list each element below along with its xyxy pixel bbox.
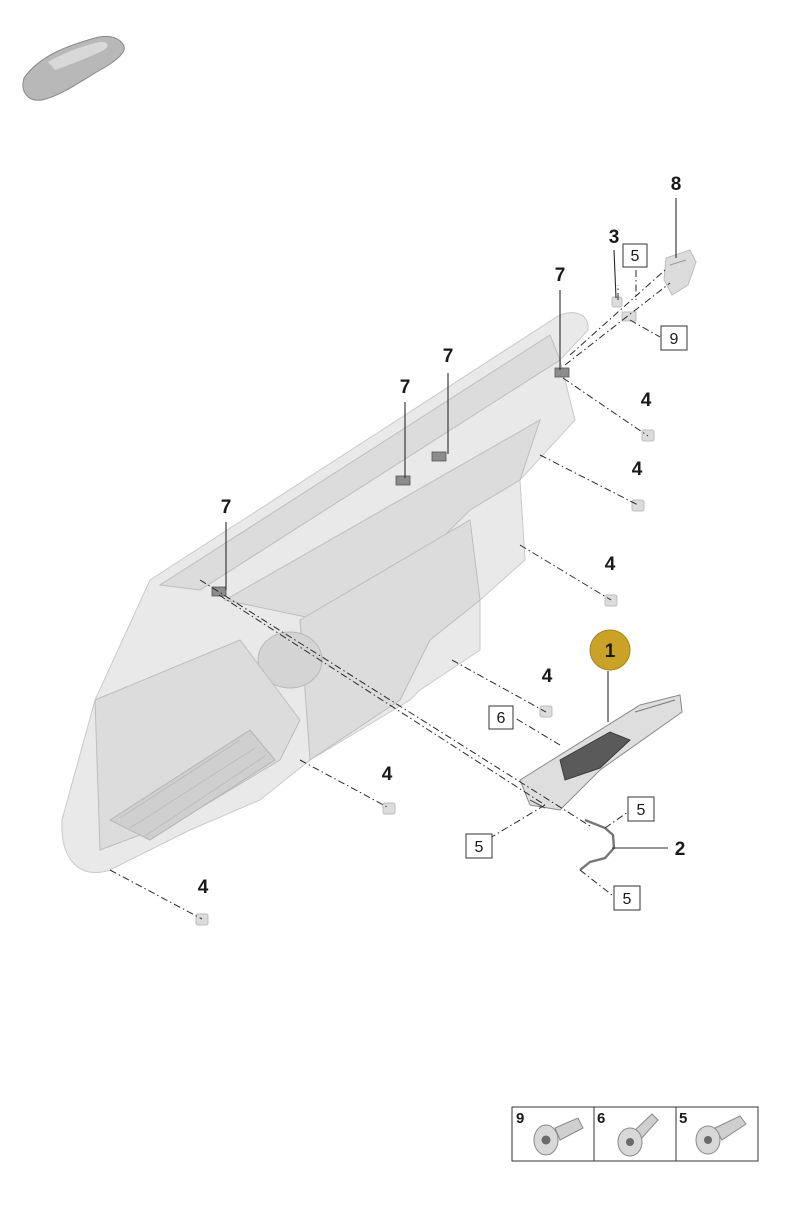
screw-5-icon: [695, 1115, 747, 1155]
screw-9-icon: [533, 1117, 584, 1156]
callout-4-e: 4: [382, 764, 393, 785]
callout-8: 8: [671, 174, 682, 195]
assembly-lines: [109, 269, 671, 920]
svg-text:5: 5: [623, 891, 632, 908]
callout-4-d: 4: [542, 666, 553, 687]
cable-2: [579, 818, 616, 871]
callout-7-b: 7: [400, 377, 411, 398]
spacer-3: [611, 296, 637, 322]
svg-text:5: 5: [631, 248, 640, 265]
svg-text:5: 5: [637, 802, 646, 819]
screw-6-icon: [617, 1113, 659, 1157]
svg-text:9: 9: [516, 1110, 524, 1127]
door-trim-panel: [61, 312, 589, 873]
svg-text:6: 6: [497, 710, 506, 727]
leader-lines: [225, 198, 677, 849]
callout-2: 2: [675, 839, 686, 860]
svg-text:5: 5: [475, 839, 484, 856]
nut-4-e: [382, 802, 396, 815]
callout-7-a: 7: [221, 497, 232, 518]
boxed-callout-6: 6: [488, 705, 514, 730]
callout-7-c: 7: [443, 346, 454, 367]
legend-item-5: 5: [679, 1110, 747, 1155]
callout-4-c: 4: [605, 554, 616, 575]
callout-7-d: 7: [555, 265, 566, 286]
clip-7-d: [554, 367, 570, 378]
nut-4-f: [195, 913, 209, 926]
car-thumbnail-icon: [22, 35, 125, 101]
svg-text:5: 5: [679, 1110, 687, 1127]
svg-text:6: 6: [597, 1110, 605, 1127]
callout-1-badge[interactable]: 1: [589, 629, 631, 671]
clip-7-a: [211, 586, 227, 597]
callout-4-a: 4: [641, 390, 652, 411]
clip-7-c: [431, 451, 447, 462]
legend-item-6: 6: [597, 1110, 659, 1157]
boxed-callout-9: 9: [660, 325, 688, 351]
callout-1: 1: [605, 641, 616, 662]
nut-4-c: [604, 594, 618, 607]
boxed-callout-5-left: 5: [465, 833, 493, 859]
callout-4-b: 4: [632, 459, 643, 480]
door-handle-bracket-1: [519, 694, 683, 811]
boxed-callout-5-bottom: 5: [613, 885, 641, 911]
boxed-callout-5-top: 5: [622, 243, 648, 268]
clip-7-b: [395, 475, 411, 486]
bracket-8: [663, 249, 697, 296]
callout-3: 3: [609, 227, 620, 248]
nut-4-b: [631, 499, 645, 512]
legend-item-9: 9: [516, 1110, 584, 1156]
fastener-legend: 9 6 5: [511, 1106, 759, 1162]
callout-4-f: 4: [198, 877, 209, 898]
boxed-callout-5-right: 5: [627, 796, 655, 822]
svg-text:9: 9: [670, 331, 679, 348]
